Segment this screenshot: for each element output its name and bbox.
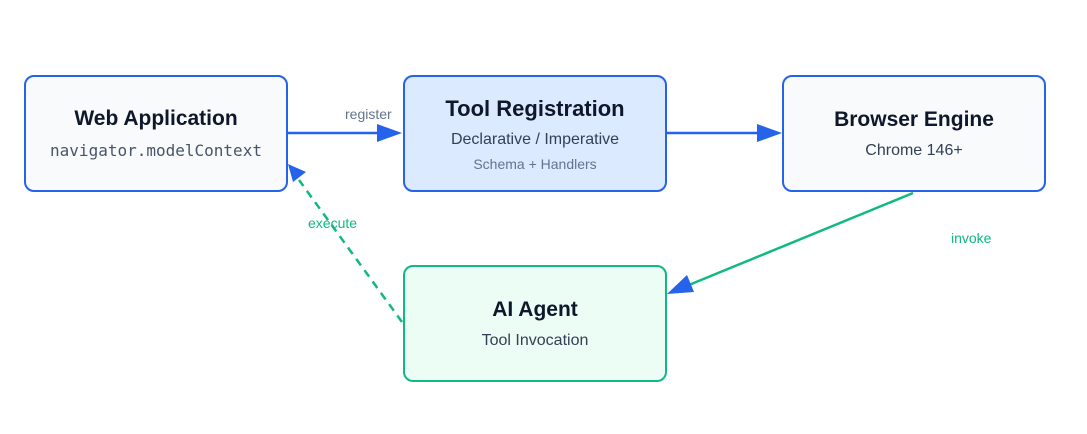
register-arrowhead — [377, 124, 402, 142]
register-label: register — [345, 106, 392, 122]
invoke-label: invoke — [951, 230, 992, 246]
invoke-edge — [683, 191, 914, 289]
browser-engine-node: Browser Engine Chrome 146+ — [782, 75, 1046, 192]
web-application-node: Web Application navigator.modelContext — [24, 75, 288, 192]
execute-edge — [297, 179, 404, 323]
browser-engine-subtitle: Chrome 146+ — [865, 141, 963, 159]
invoke-arrowhead — [667, 275, 694, 294]
ai-agent-subtitle: Tool Invocation — [481, 331, 589, 349]
to-engine-arrowhead — [757, 124, 782, 142]
web-application-title: Web Application — [74, 107, 238, 130]
tool-registration-detail: Schema + Handlers — [473, 155, 597, 172]
ai-agent-title: AI Agent — [492, 297, 578, 321]
execute-arrowhead — [288, 164, 306, 182]
tool-registration-title: Tool Registration — [445, 95, 625, 121]
browser-engine-title: Browser Engine — [834, 107, 994, 131]
execute-label: execute — [308, 215, 358, 231]
tool-registration-subtitle: Declarative / Imperative — [450, 130, 620, 148]
web-application-subtitle: navigator.modelContext — [50, 141, 262, 160]
tool-registration-node: Tool Registration Declarative / Imperati… — [403, 75, 667, 192]
ai-agent-node: AI Agent Tool Invocation — [403, 265, 667, 382]
